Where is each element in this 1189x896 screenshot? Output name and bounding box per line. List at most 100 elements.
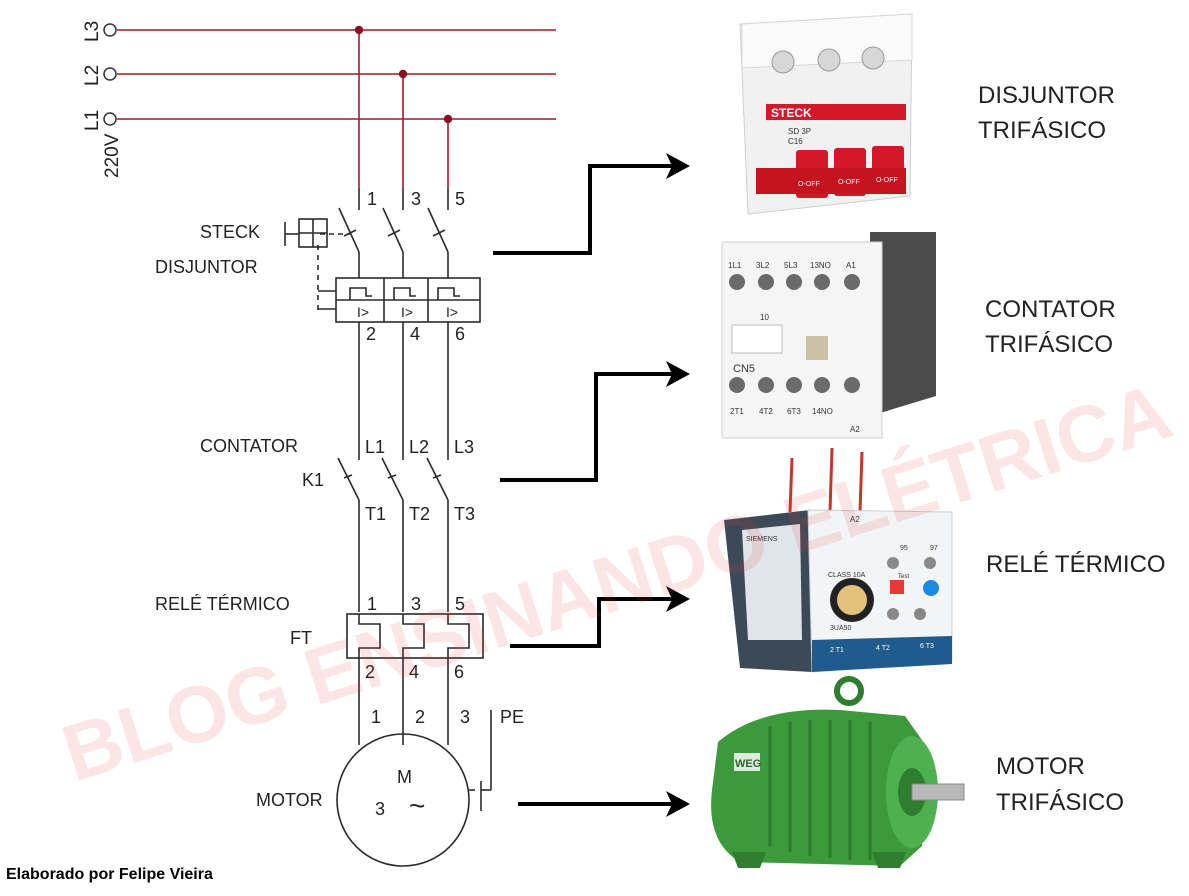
motor-terminal-2: 2 (415, 707, 425, 727)
supply-lines (117, 29, 556, 120)
motor-pe: PE (500, 707, 524, 727)
breaker-terminal-1: 1 (367, 189, 377, 209)
contactor-photo-terminal-3l2: 3L2 (756, 261, 770, 270)
terminal-l3 (103, 23, 117, 37)
motor-photo-brand: WEG (735, 758, 761, 770)
relay-photo: SIEMENS A2 CLASS 10A Test 95 97 3UA50 2 … (724, 447, 953, 673)
line-label-l3: L3 (82, 21, 103, 42)
relay-terminal-6: 6 (454, 662, 464, 682)
contactor-photo-terminal-4t2: 4T2 (759, 407, 773, 416)
contactor-photo-model: CN5 (733, 363, 755, 375)
relay-label: RELÉ TÉRMICO (155, 594, 290, 614)
supply-drops (358, 30, 449, 188)
relay-terminal-5: 5 (455, 594, 465, 614)
caption-contactor-1: CONTATOR (985, 296, 1116, 323)
arrows (493, 164, 680, 806)
caption-contactor-2: TRIFÁSICO (985, 331, 1113, 358)
relay-photo-terminal-2t1: 2 T1 (830, 647, 844, 654)
relay-photo-terminal-a2: A2 (850, 515, 860, 524)
relay-photo-terminal-6t3: 6 T3 (920, 643, 934, 650)
junction-dots (354, 25, 453, 124)
motor-circle (336, 733, 470, 867)
caption-relay: RELÉ TÉRMICO (986, 551, 1166, 578)
breaker-terminal-2: 2 (366, 324, 376, 344)
voltage-label: 220V (102, 133, 123, 178)
junction-l3 (354, 25, 364, 35)
breaker-photo-off-1: O-OFF (798, 181, 820, 188)
relay-tag: FT (290, 628, 312, 648)
breaker-terminal-6: 6 (455, 324, 465, 344)
contactor-photo-terminal-5l3: 5L3 (784, 261, 798, 270)
relay-photo-terminal-4t2: 4 T2 (876, 645, 890, 652)
relay-photo-test: Test (898, 574, 909, 580)
motor-label: MOTOR (256, 790, 323, 810)
relay-photo-97: 97 (930, 545, 938, 552)
motor-terminal-3: 3 (460, 707, 470, 727)
contactor-photo-terminal-a1: A1 (846, 261, 856, 270)
trip-symbol-2: I> (401, 304, 413, 320)
caption-motor-1: MOTOR (996, 753, 1085, 780)
contactor-photo-terminal-1l1: 1L1 (728, 261, 742, 270)
breaker-terminal-3: 3 (411, 189, 421, 209)
wires-breaker-contactor (358, 345, 449, 460)
contactor-photo-terminal-6t3: 6T3 (787, 407, 801, 416)
relay-photo-model: 3UA50 (830, 625, 852, 632)
contactor-terminal-l3: L3 (454, 437, 474, 457)
breaker-photo: STECK SD 3P C16 O-OFF O-OFF O-OFF (739, 13, 913, 215)
arrow-breaker (493, 164, 680, 255)
trip-symbol-1: I> (357, 304, 369, 320)
relay-terminal-2: 2 (365, 662, 375, 682)
relay-photo-95: 95 (900, 545, 908, 552)
contactor-terminal-l2: L2 (409, 437, 429, 457)
relay-photo-class: CLASS 10A (828, 572, 866, 579)
caption-breaker-2: TRIFÁSICO (978, 117, 1106, 144)
arrowheads (666, 153, 690, 817)
breaker-photo-brand: STECK (771, 106, 812, 120)
arrow-relay (510, 597, 680, 648)
watermark: BLOG ENSINANDO ELÉTRICA (52, 366, 1181, 798)
breaker-photo-off-3: O-OFF (876, 177, 898, 184)
trip-symbol-3: I> (446, 304, 458, 320)
contactor-label: CONTATOR (200, 436, 298, 456)
contactor-terminal-t2: T2 (409, 504, 430, 524)
breaker-terminal-4: 4 (410, 324, 420, 344)
footer-credit: Elaborado por Felipe Vieira (6, 866, 213, 883)
terminal-l1 (103, 112, 117, 126)
contactor-terminal-t3: T3 (454, 504, 475, 524)
relay-terminal-3: 3 (411, 594, 421, 614)
contactor-photo-terminal-2t1: 2T1 (730, 407, 744, 416)
motor-symbol-m: M (397, 767, 412, 787)
motor-symbol-ac: ~ (409, 790, 425, 821)
motor-photo: WEG (711, 676, 965, 868)
breaker-photo-off-2: O-OFF (838, 179, 860, 186)
arrow-contactor (500, 372, 680, 482)
breaker-photo-info-2: C16 (788, 137, 803, 146)
breaker-terminal-5: 5 (455, 189, 465, 209)
terminal-l2 (103, 67, 117, 81)
relay-terminal-1: 1 (367, 594, 377, 614)
motor-symbol (336, 710, 492, 867)
supply-terminals (103, 23, 117, 126)
caption-breaker-1: DISJUNTOR (978, 82, 1115, 109)
contactor-photo-rating: 10 (760, 313, 769, 322)
junction-l2 (398, 69, 408, 79)
contactor-photo-terminal-a2: A2 (850, 425, 860, 434)
relay-photo-brand: SIEMENS (746, 536, 778, 543)
contactor-photo-terminal-13no: 13NO (810, 261, 831, 270)
breaker-label: DISJUNTOR (155, 257, 258, 277)
relay-symbol (346, 613, 484, 745)
contactor-photo-terminal-14no: 14NO (812, 407, 833, 416)
contactor-photo: 1L1 3L2 5L3 13NO A1 10 CN5 2T1 4T2 6T3 1… (721, 232, 936, 439)
motor-symbol-3: 3 (375, 799, 385, 819)
contactor-terminal-t1: T1 (365, 504, 386, 524)
motor-terminal-1: 1 (371, 707, 381, 727)
breaker-symbol (284, 188, 481, 345)
breaker-photo-info-1: SD 3P (788, 127, 811, 136)
breaker-label-steck: STECK (200, 222, 260, 242)
caption-motor-2: TRIFÁSICO (996, 789, 1124, 816)
relay-terminal-4: 4 (409, 662, 419, 682)
contactor-tag: K1 (302, 470, 324, 490)
line-label-l2: L2 (82, 65, 103, 86)
line-label-l1: L1 (82, 110, 103, 131)
